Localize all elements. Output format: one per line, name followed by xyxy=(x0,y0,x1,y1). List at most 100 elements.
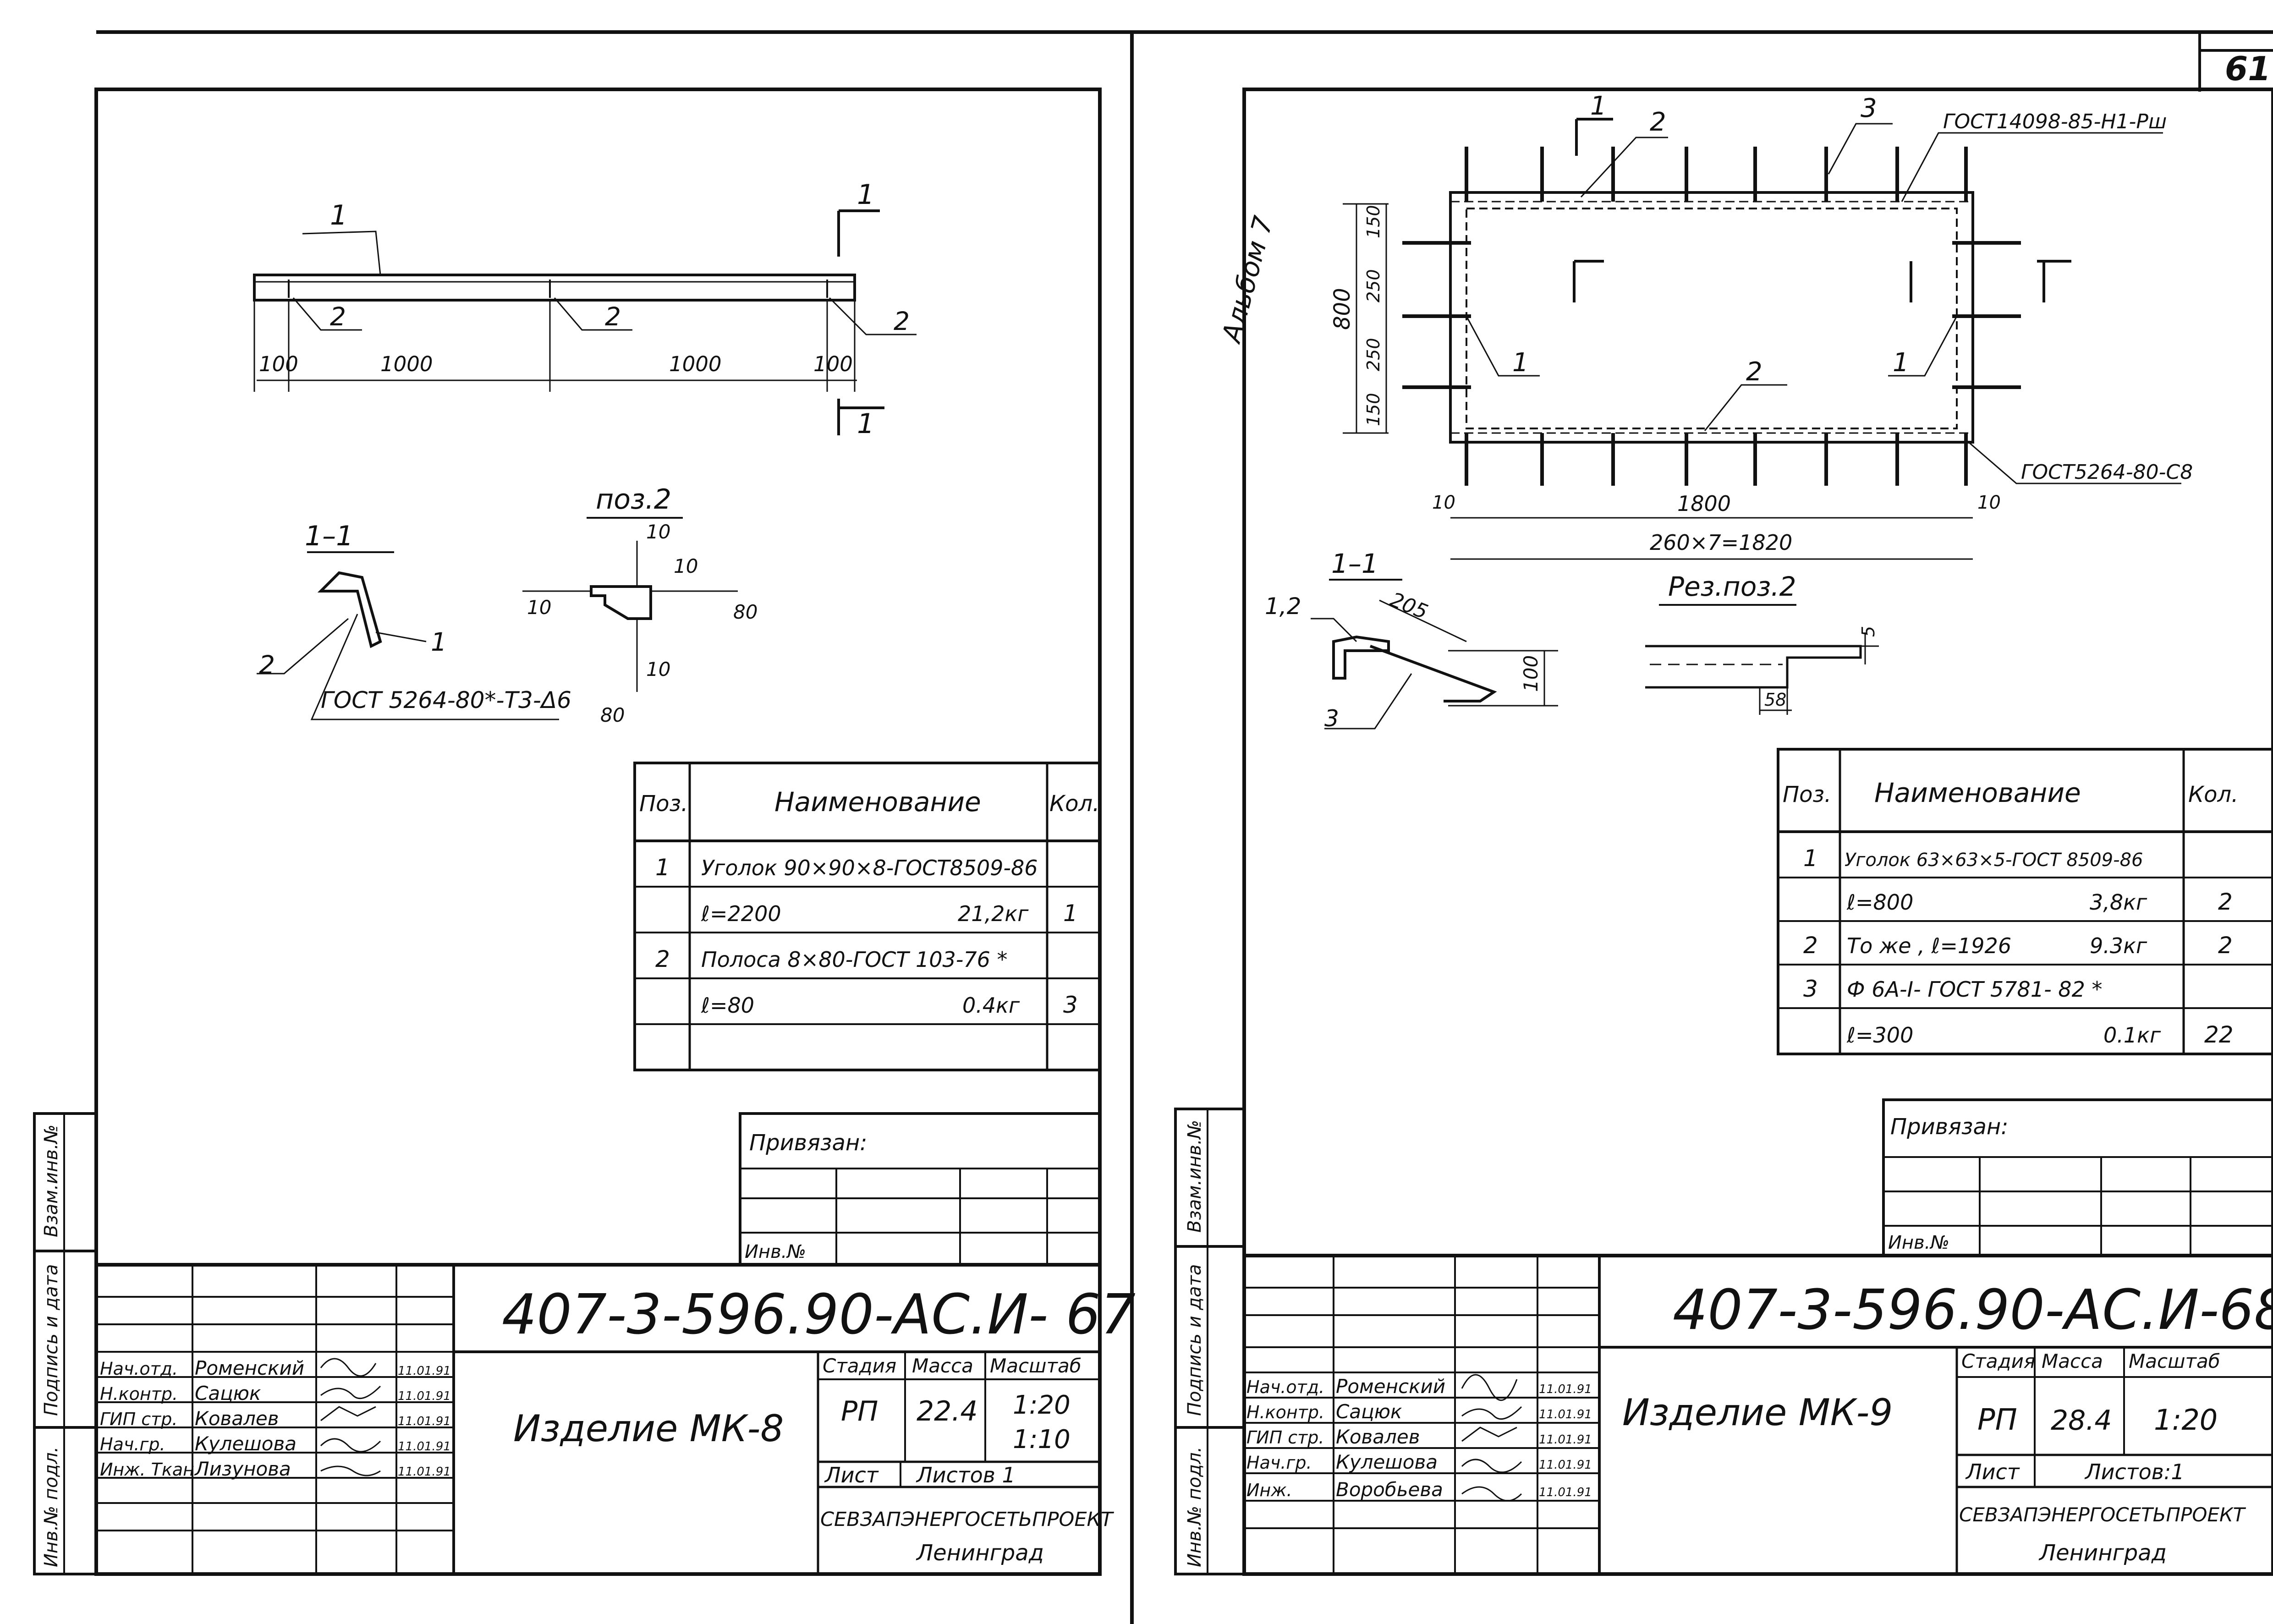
right-section-title: 1–1 xyxy=(1331,548,1378,579)
left-mass-header: Масса xyxy=(912,1355,973,1377)
right-stamp-inv-original: Инв.№ подл. xyxy=(1184,1447,1205,1567)
left-person1-date: 11.01.91 xyxy=(398,1364,451,1378)
right-person4-date: 11.01.91 xyxy=(1539,1458,1592,1472)
r-spec-row4-name: Ф 6А-I- ГОСТ 5781- 82 * xyxy=(1847,977,2102,1002)
left-sheets-label: Листов 1 xyxy=(916,1463,1016,1487)
r-spec-row5-name: ℓ=300 xyxy=(1846,1023,1913,1048)
spec-row4-mass: 0.4кг xyxy=(962,993,1020,1018)
elev-pos-2a: 2 xyxy=(330,302,346,331)
right-person3-date: 11.01.91 xyxy=(1539,1433,1592,1447)
left-stage-header: Стадия xyxy=(823,1355,896,1377)
spec-row3-pos: 2 xyxy=(655,946,670,972)
left-city: Ленинград xyxy=(916,1540,1044,1566)
r-spec-row1-name: Уголок 63×63×5-ГОСТ 8509-86 xyxy=(1845,850,2143,871)
left-org-name: СЕВЗАПЭНЕРГОСЕТЬПРОЕКТ xyxy=(820,1508,1115,1531)
left-elevation-drawing: 1 2 2 2 1 1 100 1000 1000 100 xyxy=(253,179,917,440)
elev-pos-1: 1 xyxy=(330,199,347,231)
detail-dim-10-a: 10 xyxy=(646,521,670,543)
spec-row2-mass: 21,2кг xyxy=(958,901,1029,926)
right-person1-name: Роменский xyxy=(1336,1375,1445,1398)
section-mark-top: 1 xyxy=(857,179,874,211)
left-spec-table: Поз. Наименование Кол. 1 Уголок 90×90×8-… xyxy=(633,762,1101,1071)
detail-dim-80-h: 80 xyxy=(600,704,625,726)
left-person4-name: Кулешова xyxy=(195,1432,296,1455)
left-personnel: Нач.отд. Роменский 11.01.91 Н.контр. Сац… xyxy=(100,1357,451,1480)
plan-pos-2-bottom: 2 xyxy=(1746,357,1762,387)
right-binding-block: Привязан: Инв.№ xyxy=(1882,1098,2273,1257)
left-person1-role: Нач.отд. xyxy=(100,1359,178,1379)
spec-row4-name: ℓ=80 xyxy=(701,993,754,1018)
right-personnel: Нач.отд. Роменский 11.01.91 Н.контр. Сац… xyxy=(1246,1374,1592,1502)
left-scale-1: 1:20 xyxy=(1013,1390,1071,1420)
left-signatures xyxy=(320,1358,381,1476)
spec-row4-qty: 3 xyxy=(1063,992,1078,1018)
r-spec-row2-name: ℓ=800 xyxy=(1846,890,1913,915)
spec-row1-pos: 1 xyxy=(655,854,670,881)
right-product-name: Изделие МК-9 xyxy=(1622,1391,1893,1434)
right-scale-header: Масштаб xyxy=(2129,1350,2220,1372)
stamp-signature-date: Подпись и дата xyxy=(41,1264,62,1416)
left-person3-role: ГИП стр. xyxy=(100,1409,177,1429)
r-spec-row1-pos: 1 xyxy=(1803,845,1818,872)
stamp-inv-original: Инв.№ подл. xyxy=(41,1447,62,1567)
right-person2-role: Н.контр. xyxy=(1246,1402,1324,1422)
right-plan-drawing: 2 3 ГОСТ14098-85-Н1-Рш 1 1 2 ГОСТ5264-80… xyxy=(1329,91,2193,560)
cut-dim-5: 5 xyxy=(1858,626,1878,637)
right-stage-header: Стадия xyxy=(1961,1350,2035,1372)
detail-title: поз.2 xyxy=(596,483,671,516)
elev-dim-1000-a: 1000 xyxy=(380,352,433,376)
page-number: 61 xyxy=(2225,49,2271,88)
right-spec-table: Поз. Наименование Кол. 1 Уголок 63×63×5-… xyxy=(1777,748,2273,1055)
right-sheets-label: Листов:1 xyxy=(2084,1459,2185,1484)
left-binding-inv: Инв.№ xyxy=(745,1241,806,1262)
right-sheet-label: Лист xyxy=(1965,1459,2020,1484)
plan-dim-250-b: 250 xyxy=(1363,338,1384,371)
section-mark-bottom: 1 xyxy=(857,408,874,440)
stamp-replace-inv: Взам.инв.№ xyxy=(41,1125,62,1237)
right-section-pos-12: 1,2 xyxy=(1265,593,1301,620)
r-spec-row2-mass: 3,8кг xyxy=(2090,890,2147,915)
plan-dim-total: 260×7=1820 xyxy=(1650,530,1792,555)
right-section-1-1: 1–1 1,2 3 205 100 xyxy=(1265,548,1558,732)
detail-dim-10-d: 10 xyxy=(646,658,670,680)
left-title-block: 407-3-596.90-АС.И- 67 Изделие МК-8 Стади… xyxy=(94,1263,1136,1576)
plan-dim-800: 800 xyxy=(1329,288,1355,330)
plan-gost-top: ГОСТ14098-85-Н1-Рш xyxy=(1943,110,2167,133)
spec-row2-name: ℓ=2200 xyxy=(701,901,781,926)
right-person5-date: 11.01.91 xyxy=(1539,1486,1592,1499)
right-sheet: Альбом 7 Взам.инв.№ Подпись и дата Инв.№… xyxy=(1174,88,2273,1576)
r-spec-row3-pos: 2 xyxy=(1803,932,1818,959)
right-title-block: 407-3-596.90-АС.И-68 Изделие МК-9 Стадия… xyxy=(1242,1254,2273,1576)
plan-pos-3: 3 xyxy=(1861,93,1877,123)
left-person5-date: 11.01.91 xyxy=(398,1465,451,1479)
left-person4-date: 11.01.91 xyxy=(398,1440,451,1454)
right-side-stamps: Взам.инв.№ Подпись и дата Инв.№ подл. xyxy=(1174,1108,1246,1575)
r-spec-row5-qty: 22 xyxy=(2204,1021,2234,1048)
spec-row3-name: Полоса 8×80-ГОСТ 103-76 * xyxy=(701,947,1008,972)
right-org-name: СЕВЗАПЭНЕРГОСЕТЬПРОЕКТ xyxy=(1959,1503,2246,1526)
right-person2-date: 11.01.91 xyxy=(1539,1408,1592,1421)
spec-row1-name: Уголок 90×90×8-ГОСТ8509-86 xyxy=(701,856,1038,880)
right-binding-inv: Инв.№ xyxy=(1888,1232,1949,1253)
album-label: Альбом 7 xyxy=(1215,213,1279,347)
right-scale-1: 1:20 xyxy=(2154,1403,2218,1437)
elev-dim-1000-b: 1000 xyxy=(669,352,722,376)
left-person1-name: Роменский xyxy=(195,1357,304,1379)
elev-dim-100-left: 100 xyxy=(259,352,298,376)
left-binding-label: Привязан: xyxy=(749,1130,867,1156)
r-spec-row4-pos: 3 xyxy=(1803,976,1818,1002)
right-person3-role: ГИП стр. xyxy=(1246,1427,1324,1448)
right-section-pos-3: 3 xyxy=(1324,705,1339,732)
plan-gost-bottom: ГОСТ5264-80-С8 xyxy=(2021,461,2193,484)
r-spec-header-name: Наименование xyxy=(1874,777,2081,808)
right-person4-name: Кулешова xyxy=(1336,1451,1438,1473)
r-spec-row3-qty: 2 xyxy=(2218,932,2233,959)
elev-pos-2c: 2 xyxy=(894,307,910,336)
plan-dim-1800: 1800 xyxy=(1677,491,1731,516)
left-stage-value: РП xyxy=(841,1395,878,1427)
right-person5-name: Воробьева xyxy=(1336,1478,1443,1501)
cut-dim-58: 58 xyxy=(1764,690,1786,710)
right-cut-pos2: Рез.поз.2 58 5 xyxy=(1645,571,1879,715)
plan-dim-10-left: 10 xyxy=(1432,492,1455,513)
r-spec-row5-mass: 0.1кг xyxy=(2103,1023,2161,1048)
